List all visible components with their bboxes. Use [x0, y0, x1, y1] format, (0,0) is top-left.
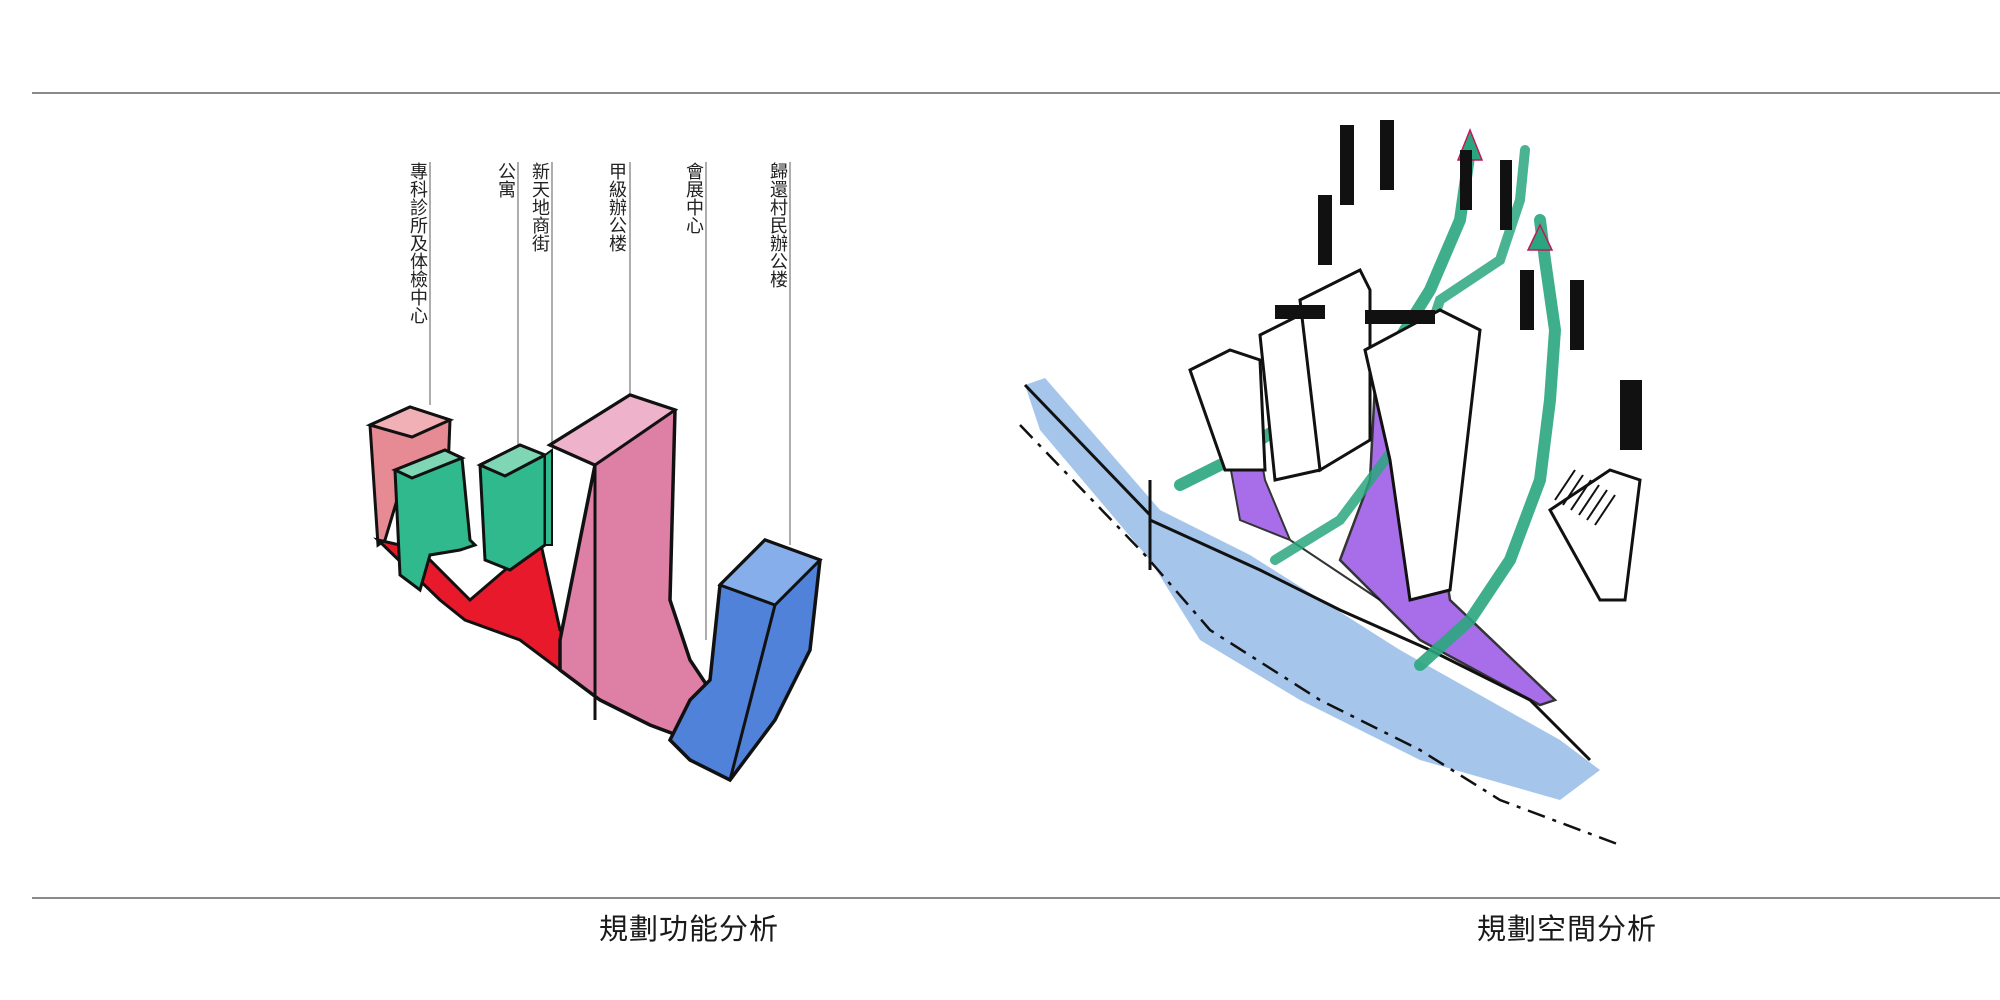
river: [1019, 378, 1621, 847]
top-divider: [32, 92, 2000, 94]
label-apartment: 公寓: [495, 162, 516, 198]
function-analysis-caption: 規劃功能分析: [599, 912, 780, 946]
apartment-blocks: [391, 443, 553, 593]
dark-towers: [1275, 120, 1642, 450]
label-grade-a-office: 甲級辦公楼: [606, 162, 627, 252]
label-clinic: 專科診所及体檢中心: [407, 162, 428, 324]
label-retail-street: 新天地商街: [529, 162, 550, 252]
label-convention-center: 會展中心: [683, 162, 704, 234]
bottom-divider: [32, 897, 2000, 899]
space-analysis-caption: 規劃空間分析: [1477, 912, 1658, 946]
building-blocks: [1188, 267, 1642, 602]
label-leader-lines: [429, 162, 791, 640]
hatched-block: [1554, 469, 1616, 526]
convention-tower: [667, 537, 823, 783]
label-villager-office: 歸還村民辦公楼: [767, 162, 788, 288]
